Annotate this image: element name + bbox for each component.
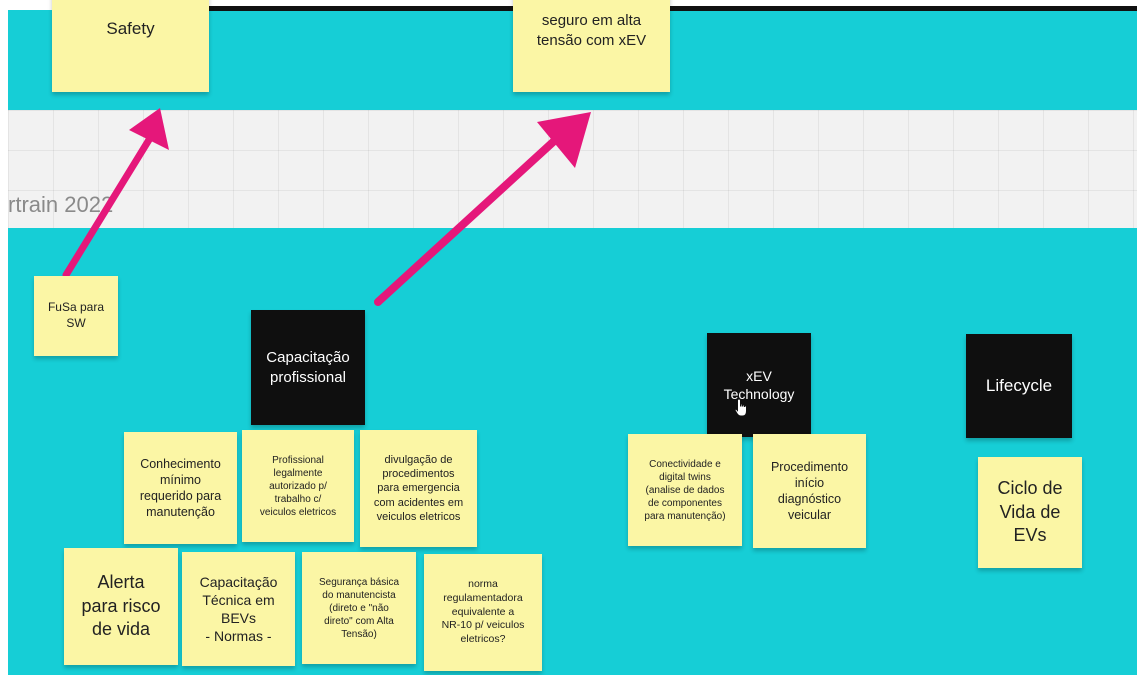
sticky-note-text: xEV Technology — [723, 367, 795, 402]
arrow-capacitacao-to-seguro[interactable] — [374, 112, 591, 306]
sticky-note-text: Profissional legalmente autorizado p/ tr… — [259, 454, 337, 518]
sticky-note-alerta[interactable]: Alerta para risco de vida — [64, 548, 178, 665]
sticky-note-lifecycle[interactable]: Lifecycle — [966, 334, 1072, 438]
sticky-note-profissional-legalmente[interactable]: Profissional legalmente autorizado p/ tr… — [242, 430, 354, 542]
sticky-note-divulgacao[interactable]: divulgação de procedimentos para emergen… — [360, 430, 477, 547]
section-label: rtrain 2022 — [8, 192, 114, 217]
sticky-note-ciclo-de-vida[interactable]: Ciclo de Vida de EVs — [978, 457, 1082, 568]
whiteboard-canvas[interactable]: rtrain 2022 Safety seguro em alta tensão… — [8, 0, 1137, 675]
sticky-note-xev-technology[interactable]: xEV Technology — [707, 333, 811, 437]
sticky-note-text: Conhecimento mínimo requerido para manut… — [139, 456, 222, 520]
arrow-fusa-to-safety[interactable] — [62, 108, 169, 279]
hand-pointer-icon — [734, 398, 747, 417]
sticky-note-capacitacao-profissional[interactable]: Capacitação profissional — [251, 310, 365, 425]
sticky-note-seguranca-basica[interactable]: Segurança básica do manutencista (direto… — [302, 552, 416, 664]
sticky-note-norma[interactable]: norma regulamentadora equivalente a NR-1… — [424, 554, 542, 671]
sticky-note-conhecimento[interactable]: Conhecimento mínimo requerido para manut… — [124, 432, 237, 544]
sticky-note-text: seguro em alta tensão com xEV — [536, 12, 647, 49]
sticky-note-text: Lifecycle — [985, 375, 1053, 395]
sticky-note-seguro-alta-tensao[interactable]: seguro em alta tensão com xEV — [513, 0, 670, 92]
sticky-note-text: Alerta para risco de vida — [81, 572, 161, 640]
sticky-note-text: Safety — [106, 19, 155, 38]
sticky-note-text: Ciclo de Vida de EVs — [997, 478, 1063, 546]
sticky-note-text: Capacitação Técnica em BEVs - Normas - — [199, 573, 278, 645]
sticky-note-text: FuSa para SW — [47, 300, 105, 330]
sticky-note-text: Segurança básica do manutencista (direto… — [318, 576, 400, 640]
connector-arrows — [62, 108, 591, 306]
sticky-note-text: Procedimento início diagnóstico veicular — [770, 459, 849, 523]
sticky-note-safety[interactable]: Safety — [52, 0, 209, 92]
sticky-note-conectividade[interactable]: Conectividade e digital twins (analise d… — [628, 434, 742, 546]
grid-section-band — [8, 110, 1137, 228]
sticky-note-capacitacao-tecnica[interactable]: Capacitação Técnica em BEVs - Normas - — [182, 552, 295, 666]
sticky-note-text: norma regulamentadora equivalente a NR-1… — [441, 578, 525, 645]
sticky-note-procedimento[interactable]: Procedimento início diagnóstico veicular — [753, 434, 866, 548]
sticky-note-text: divulgação de procedimentos para emergen… — [373, 453, 464, 523]
sticky-note-text: Conectividade e digital twins (analise d… — [644, 458, 726, 522]
sticky-note-text: Capacitação profissional — [266, 349, 350, 386]
sticky-note-fusa[interactable]: FuSa para SW — [34, 276, 118, 356]
